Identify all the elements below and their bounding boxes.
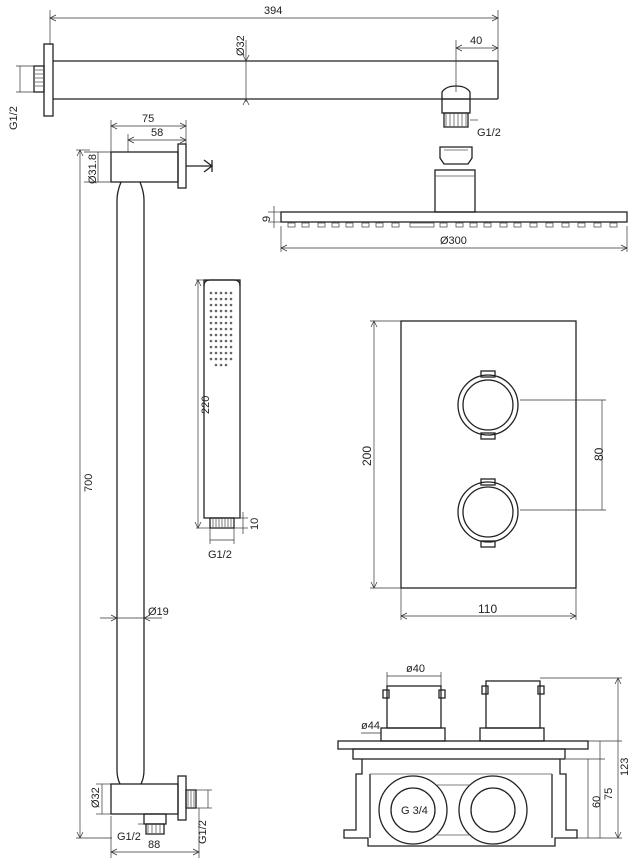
arm-thread-label: G1/2	[8, 106, 20, 130]
slide-bar: 75 58 Ø31.8 700 Ø19	[76, 113, 214, 858]
bar-diameter-label: Ø19	[148, 606, 169, 618]
valve-flange-diameter-label: ø44	[361, 720, 380, 732]
arm-thread-label-2: G1/2	[477, 127, 501, 139]
valve-body-depth-label: 75	[603, 788, 615, 800]
bar-bottom-diameter-label: Ø32	[90, 787, 102, 808]
arm-diameter-label: Ø32	[235, 35, 247, 56]
bar-bottom-thread-label: G1/2	[117, 831, 141, 843]
arm-length-label: 394	[264, 5, 282, 17]
spray-nozzles	[209, 291, 233, 367]
arm-end-offset-label: 40	[470, 35, 482, 47]
valve-total-depth-label: 123	[619, 758, 631, 776]
handshower-thread-len-label: 10	[249, 518, 261, 530]
valve-inlet-label: G 3/4	[401, 805, 428, 817]
plate-height-label: 200	[360, 446, 374, 466]
thermostat-plate: 80 200 110	[360, 320, 606, 620]
bar-top-width-inner-label: 58	[151, 127, 163, 139]
bar-top-width-label: 75	[142, 113, 154, 125]
plate-width-label: 110	[478, 602, 497, 616]
shower-head: 9 Ø300	[261, 146, 628, 252]
bar-bottom-width-label: 88	[148, 839, 160, 851]
valve-body-inner-depth-label: 60	[591, 796, 603, 808]
bar-bottom-thread-right-label: G1/2	[197, 820, 209, 844]
handshower-thread-label: G1/2	[208, 549, 232, 561]
valve-knob-diameter-label: ø40	[406, 663, 425, 675]
valve-body: ø40 ø44 G 3/4	[337, 663, 631, 847]
hand-shower: 220 10 G1/2	[194, 279, 261, 561]
knob-spacing-label: 80	[592, 447, 606, 461]
shower-arm: 394 G1/2 Ø32 40 G1/2	[8, 5, 501, 139]
bar-top-diameter-label: Ø31.8	[87, 154, 99, 184]
bar-length-label: 700	[83, 474, 95, 492]
handshower-length-label: 220	[200, 396, 212, 414]
head-thickness-label: 9	[261, 216, 273, 222]
head-diameter-label: Ø300	[440, 235, 467, 247]
nozzle-row	[287, 222, 618, 228]
